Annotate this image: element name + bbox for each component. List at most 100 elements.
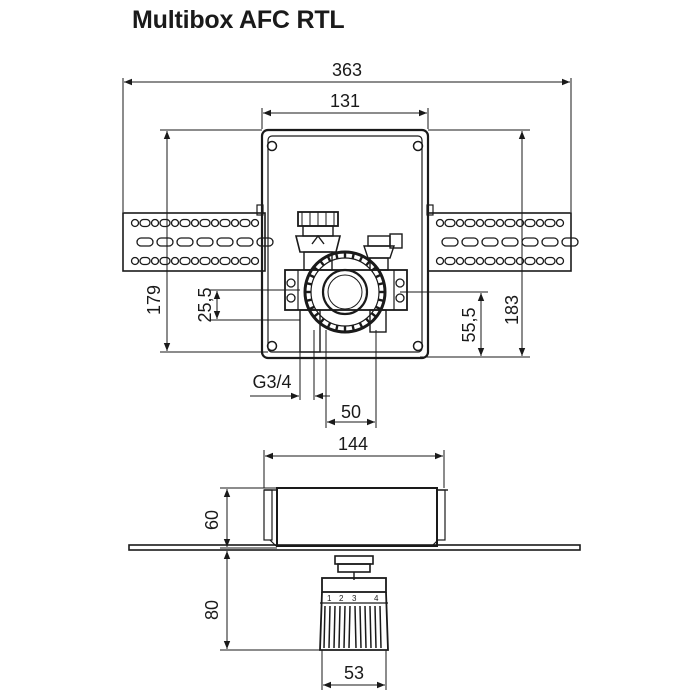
rail-slot xyxy=(196,237,214,247)
dim-thread: G3/4 xyxy=(250,330,330,400)
thermostat-head: 1 2 3 4 xyxy=(319,555,389,651)
rail-hole xyxy=(455,218,465,228)
grip-line xyxy=(348,605,351,649)
grip-line xyxy=(354,605,357,649)
dial-tooth xyxy=(351,324,356,332)
rail-slot xyxy=(524,218,536,228)
dial-tooth xyxy=(319,259,325,267)
dial-mark-1: 1 xyxy=(327,594,332,603)
rail-hole xyxy=(190,218,200,228)
dim-width-overall: 363 xyxy=(122,60,572,212)
label-55-5: 55,5 xyxy=(459,307,479,342)
box-side xyxy=(263,487,448,547)
dial-tooth xyxy=(358,322,364,329)
rail-slot xyxy=(176,237,194,247)
rail-slot xyxy=(236,237,254,247)
rail-slot xyxy=(441,237,459,247)
grip-line xyxy=(323,605,326,649)
rail-hole xyxy=(535,256,545,266)
dial-tooth xyxy=(326,322,332,329)
rail-slot xyxy=(239,218,251,228)
dial-tooth xyxy=(358,255,364,262)
grip-line xyxy=(364,605,367,649)
dial-tooth xyxy=(375,273,382,279)
head-grip xyxy=(323,605,382,649)
dial-tooth xyxy=(370,312,378,318)
dial-tooth xyxy=(305,281,313,286)
dial-mark-2: 2 xyxy=(339,594,344,603)
grip-line xyxy=(343,605,346,649)
rail-slot xyxy=(179,218,191,228)
diagram-title: Multibox AFC RTL xyxy=(132,6,345,34)
rail-slot xyxy=(464,218,476,228)
rail-slot xyxy=(199,218,211,228)
rail-hole xyxy=(475,218,485,228)
box-outline xyxy=(256,128,434,360)
rail-hole xyxy=(475,256,485,266)
rail-hole xyxy=(250,256,260,266)
label-179: 179 xyxy=(144,285,164,315)
dial-tooth xyxy=(365,259,371,267)
label-53: 53 xyxy=(344,663,364,683)
dial-tooth xyxy=(308,305,315,311)
dim-offset-right: 55,5 xyxy=(400,291,488,358)
mounting-rail-left xyxy=(122,212,274,272)
dial-tooth xyxy=(375,305,382,311)
grip-line xyxy=(374,605,377,649)
dim-side-width: 144 xyxy=(263,434,445,488)
rail-slot xyxy=(256,237,274,247)
dial-tooth xyxy=(334,252,339,260)
grip-line xyxy=(359,605,362,649)
label-g3-4: G3/4 xyxy=(252,372,291,392)
label-131: 131 xyxy=(330,91,360,111)
rail-slot xyxy=(501,237,519,247)
dial-mark-4: 4 xyxy=(374,594,379,603)
rail-slot xyxy=(544,256,556,266)
label-50: 50 xyxy=(341,402,361,422)
rail-hole xyxy=(150,218,160,228)
dial-tooth xyxy=(377,281,385,286)
rail-slot xyxy=(159,256,171,266)
rail-hole xyxy=(230,256,240,266)
side-view: 1 2 3 4 144 60 80 xyxy=(128,434,581,690)
grip-line xyxy=(369,605,372,649)
rail-slot xyxy=(139,218,151,228)
rail-slot xyxy=(139,256,151,266)
rail-slot xyxy=(504,218,516,228)
dial-tooth xyxy=(370,266,378,272)
rail-holes xyxy=(130,218,274,266)
rail-hole xyxy=(250,218,260,228)
rail-slot xyxy=(444,218,456,228)
rail-slot xyxy=(561,237,579,247)
dim-width-box: 131 xyxy=(261,91,429,129)
rail-hole xyxy=(535,218,545,228)
mounting-rail-right xyxy=(427,212,579,272)
rail-slot xyxy=(464,256,476,266)
rail-hole xyxy=(170,218,180,228)
grip-line xyxy=(379,605,382,649)
rail-hole xyxy=(455,256,465,266)
dial-tooth xyxy=(312,266,320,272)
rail-hole xyxy=(495,256,505,266)
grip-line xyxy=(338,605,341,649)
label-363: 363 xyxy=(332,60,362,80)
label-144: 144 xyxy=(338,434,368,454)
rail-holes xyxy=(435,218,579,266)
dial-tooth xyxy=(334,324,339,332)
rail-hole xyxy=(170,256,180,266)
rail-slot xyxy=(524,256,536,266)
label-60: 60 xyxy=(202,510,222,530)
rail-hole xyxy=(130,218,140,228)
rail-slot xyxy=(504,256,516,266)
rail-slot xyxy=(159,218,171,228)
rail-hole xyxy=(130,256,140,266)
dial-tooth xyxy=(312,312,320,318)
label-80: 80 xyxy=(202,600,222,620)
rail-hole xyxy=(435,256,445,266)
rail-slot xyxy=(544,218,556,228)
rail-slot xyxy=(541,237,559,247)
front-view: 363 131 179 183 25,5 xyxy=(122,60,579,428)
dial-mark-3: 3 xyxy=(352,594,357,603)
dial-tooth xyxy=(326,255,332,262)
rail-slot xyxy=(521,237,539,247)
